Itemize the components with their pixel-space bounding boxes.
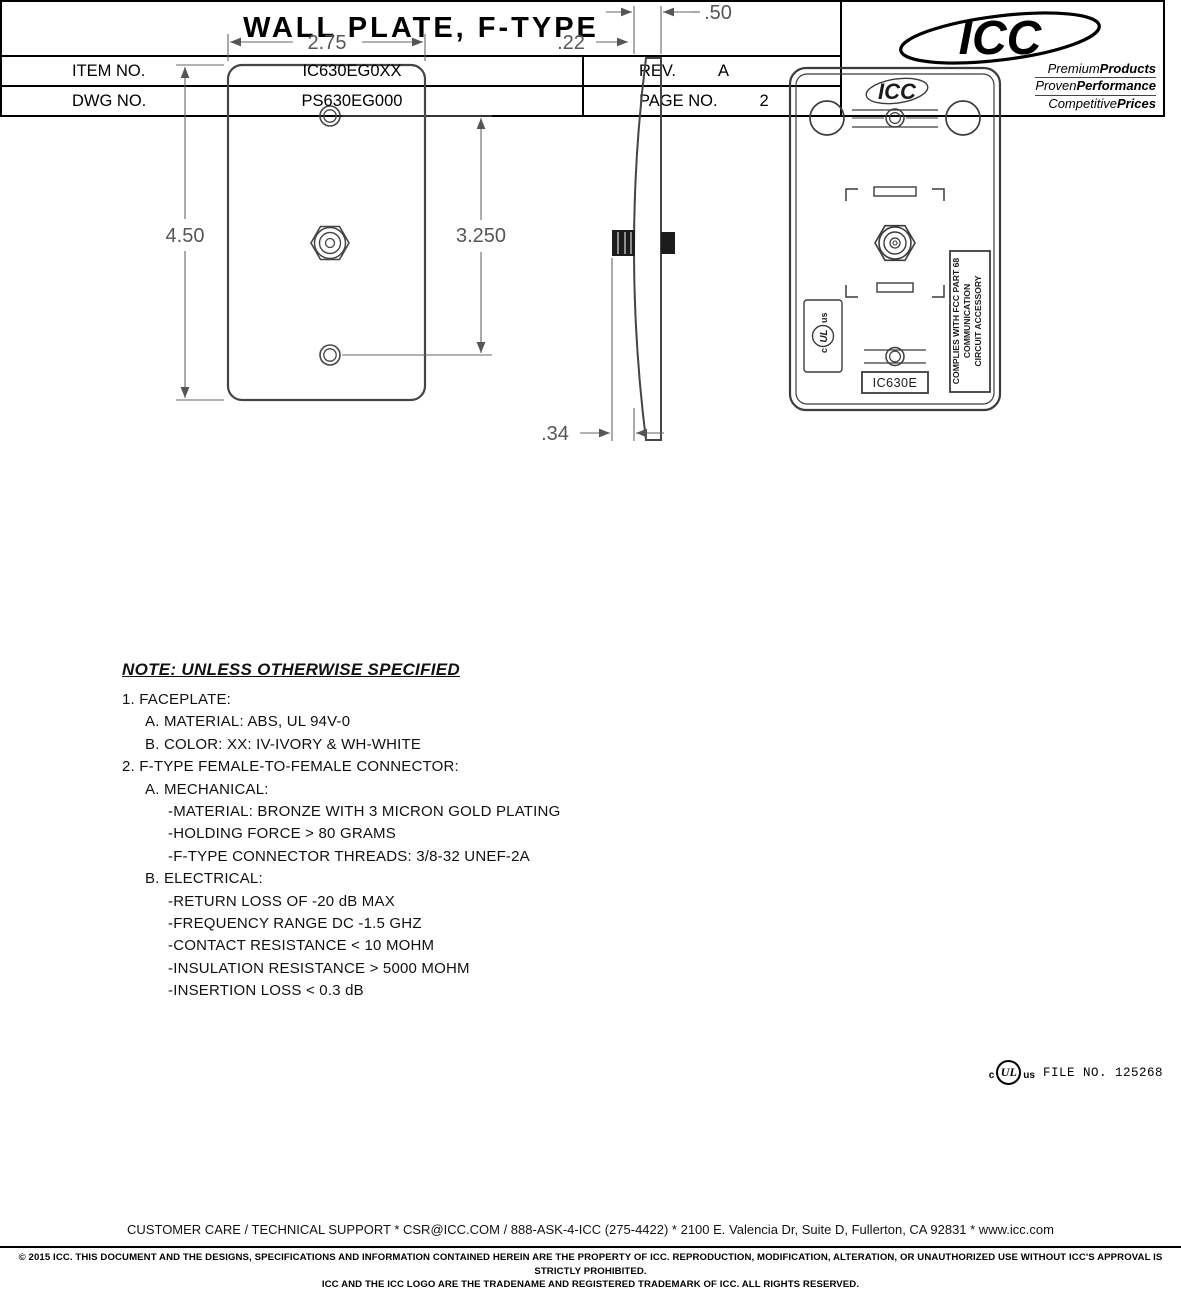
top-screw-hole — [319, 105, 341, 127]
upper-slot — [873, 186, 917, 197]
notes-title: NOTE: UNLESS OTHERWISE SPECIFIED — [122, 660, 460, 679]
upper-left-bracket — [845, 188, 858, 201]
note-line: -CONTACT RESISTANCE < 10 MOHM — [168, 937, 435, 955]
svg-text:COMMUNICATION: COMMUNICATION — [962, 284, 972, 358]
lower-slot — [876, 282, 914, 293]
ul-mark-circle-back — [811, 324, 835, 348]
svg-text:COMPLIES WITH FCC PART 68: COMPLIES WITH FCC PART 68 — [951, 258, 961, 385]
note-line: -F-TYPE CONNECTOR THREADS: 3/8-32 UNEF-2… — [168, 847, 530, 865]
dwg-no-cell: DWG NO. PS630EG000 — [2, 87, 584, 115]
note-line: A. MECHANICAL: — [145, 780, 269, 798]
ul-mark-icon: UL — [996, 1060, 1022, 1085]
backplate-outline — [788, 66, 1002, 412]
note-line: A. MATERIAL: ABS, UL 94V-0 — [145, 713, 351, 731]
tagline: PremiumProducts — [1035, 61, 1156, 78]
icc-logo-back: ICC — [878, 79, 917, 104]
page-no-label: PAGE NO. — [639, 91, 718, 110]
item-row: ITEM NO. IC630EG0XX REV. A — [2, 55, 840, 85]
lower-left-bracket — [845, 285, 858, 298]
model-label-box — [861, 371, 929, 394]
faceplate-profile — [633, 57, 662, 441]
ul-file-number: FILE NO. 125268 — [1042, 1065, 1163, 1080]
side-depth-dim: .50 — [704, 2, 732, 24]
rev-label: REV. — [639, 61, 676, 80]
right-boss-circle — [945, 100, 981, 136]
legal-line-2: ICC AND THE ICC LOGO ARE THE TRADENAME A… — [321, 1279, 860, 1290]
f-connector-front — [313, 226, 347, 260]
svg-text:UL: UL — [819, 329, 830, 342]
note-line: -INSERTION LOSS < 0.3 dB — [168, 982, 364, 1000]
note-line: -HOLDING FORCE > 80 GRAMS — [168, 825, 396, 843]
legal-line-1: © 2015 ICC. THIS DOCUMENT AND THE DESIGN… — [18, 1252, 1163, 1277]
dwg-no-label: DWG NO. — [72, 91, 147, 110]
ul-mark-back: c UL us — [819, 312, 830, 353]
ul-listing: c UL us FILE NO. 125268 — [989, 1060, 1163, 1085]
bottom-screw-back — [885, 346, 905, 367]
item-no-label: ITEM NO. — [72, 61, 146, 80]
fcc-label-box — [949, 250, 991, 393]
front-view-dimensions — [176, 34, 492, 401]
back-view-drawing — [788, 66, 1002, 412]
note-line: -INSULATION RESISTANCE > 5000 MOHM — [168, 959, 470, 977]
upper-right-bracket — [932, 188, 945, 201]
dwg-no-value: PS630EG000 — [301, 91, 403, 110]
tagline: CompetitivePrices — [1048, 95, 1156, 111]
tagline: ProvenPerformance — [1035, 78, 1156, 96]
side-view-drawing — [612, 57, 675, 441]
connector-nut-side — [612, 230, 635, 256]
fcc-label-text: COMPLIES WITH FCC PART 68 COMMUNICATION … — [951, 258, 983, 385]
icc-logo-swoosh — [865, 77, 929, 105]
rev-value: A — [718, 61, 730, 80]
legal-footer: © 2015 ICC. THIS DOCUMENT AND THE DESIGN… — [0, 1251, 1181, 1292]
note-line: -FREQUENCY RANGE DC -1.5 GHZ — [168, 915, 422, 933]
top-screw-back — [885, 108, 905, 128]
customer-care-line: CUSTOMER CARE / TECHNICAL SUPPORT * CSR@… — [127, 1222, 1054, 1237]
front-view-drawing — [226, 63, 427, 402]
connector-barrel-side — [661, 232, 675, 254]
front-width-dim: 2.75 — [308, 32, 347, 54]
item-no-value: IC630EG0XX — [302, 61, 402, 80]
front-height-dim: 4.50 — [166, 225, 205, 247]
page-no-value: 2 — [759, 91, 769, 110]
ul-us: us — [1023, 1070, 1035, 1081]
icc-logo-swoosh-big — [899, 11, 1101, 65]
page-cell: PAGE NO. 2 — [584, 87, 840, 115]
connector-hex-back — [874, 224, 916, 262]
icc-logo: ICC — [899, 11, 1101, 65]
note-line: 2. F-TYPE FEMALE-TO-FEMALE CONNECTOR: — [122, 758, 459, 776]
rev-cell: REV. A — [584, 57, 840, 85]
svg-text:CIRCUIT ACCESSORY: CIRCUIT ACCESSORY — [973, 275, 983, 366]
front-spacing-dim: 3.250 — [456, 225, 506, 247]
ul-c: c — [988, 1070, 995, 1081]
side-view-dimensions — [580, 6, 700, 441]
note-line: -MATERIAL: BRONZE WITH 3 MICRON GOLD PLA… — [168, 803, 561, 821]
svg-text:c: c — [819, 348, 829, 353]
note-line: B. ELECTRICAL: — [145, 870, 263, 888]
note-line: 1. FACEPLATE: — [122, 691, 232, 708]
icc-logo-text: ICC — [959, 12, 1043, 65]
svg-text:us: us — [819, 312, 829, 323]
note-line: B. COLOR: XX: IV-IVORY & WH-WHITE — [145, 735, 422, 753]
connector-hex-nut — [310, 225, 350, 261]
f-connector-back — [878, 226, 912, 260]
dwg-row: DWG NO. PS630EG000 PAGE NO. 2 — [2, 85, 840, 115]
ul-mark-box — [803, 299, 843, 373]
note-line: -RETURN LOSS OF -20 dB MAX — [168, 892, 395, 910]
lower-right-bracket — [932, 285, 945, 298]
model-label: IC630E — [873, 376, 918, 390]
faceplate-outline — [226, 63, 427, 402]
bottom-screw-hole — [319, 344, 341, 366]
notes-section: NOTE: UNLESS OTHERWISE SPECIFIED 1. FACE… — [122, 660, 762, 1003]
side-thickness-dim: .22 — [557, 32, 585, 54]
footer-divider — [0, 1246, 1181, 1248]
title-block: WALL PLATE, F-TYPE ITEM NO. IC630EG0XX R… — [0, 0, 1165, 117]
item-no-cell: ITEM NO. IC630EG0XX — [2, 57, 584, 85]
side-connector-dim: .34 — [541, 423, 569, 445]
left-boss-circle — [809, 100, 845, 136]
technical-drawings: 2.75 4.50 3.250 .50 .22 .34 — [166, 2, 1002, 445]
